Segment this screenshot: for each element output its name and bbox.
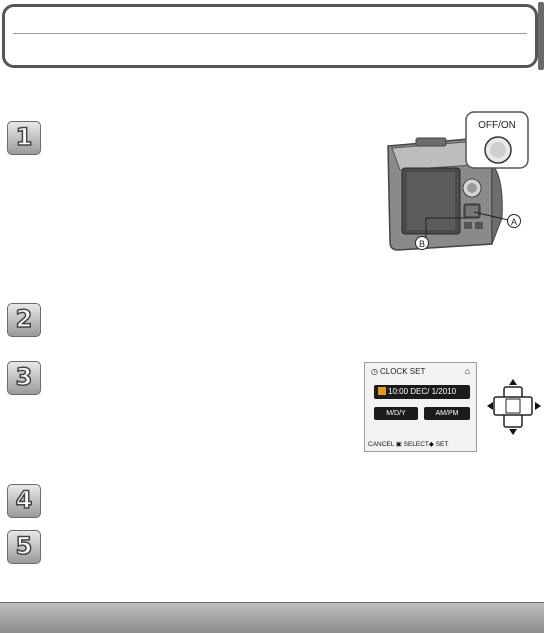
clock-set-footer: CANCEL ▣ SELECT◆ SET <box>368 441 449 448</box>
step-badge-2: 2 <box>7 303 41 337</box>
clock-set-title: ◷CLOCK SET <box>371 367 426 376</box>
power-button-label: OFF/ON <box>478 120 516 131</box>
step-badge-5: 5 <box>7 530 41 564</box>
side-tab <box>538 2 544 70</box>
title-box <box>2 4 538 68</box>
camera-illustration: OFF/ON A B <box>387 111 529 251</box>
clock-set-screen: ◷CLOCK SET ⌂ 10:00 DEC/ 1/2010 M/D/Y AM/… <box>364 362 477 452</box>
step-badge-4: 4 <box>7 484 41 518</box>
footer-bar <box>0 602 544 633</box>
callout-a: A <box>511 217 517 227</box>
step-badge-1: 1 <box>7 121 41 155</box>
date-format-button[interactable]: M/D/Y <box>374 407 418 420</box>
step-badge-3: 3 <box>7 361 41 395</box>
cursor-pad-icon <box>487 379 541 435</box>
home-icon: ⌂ <box>464 366 470 376</box>
clock-icon: ◷ <box>371 367 378 376</box>
selection-highlight <box>378 387 386 395</box>
time-format-button[interactable]: AM/PM <box>424 407 470 420</box>
clock-value-row: 10:00 DEC/ 1/2010 <box>374 385 470 399</box>
callout-b: B <box>419 239 425 249</box>
title-divider <box>13 33 527 34</box>
